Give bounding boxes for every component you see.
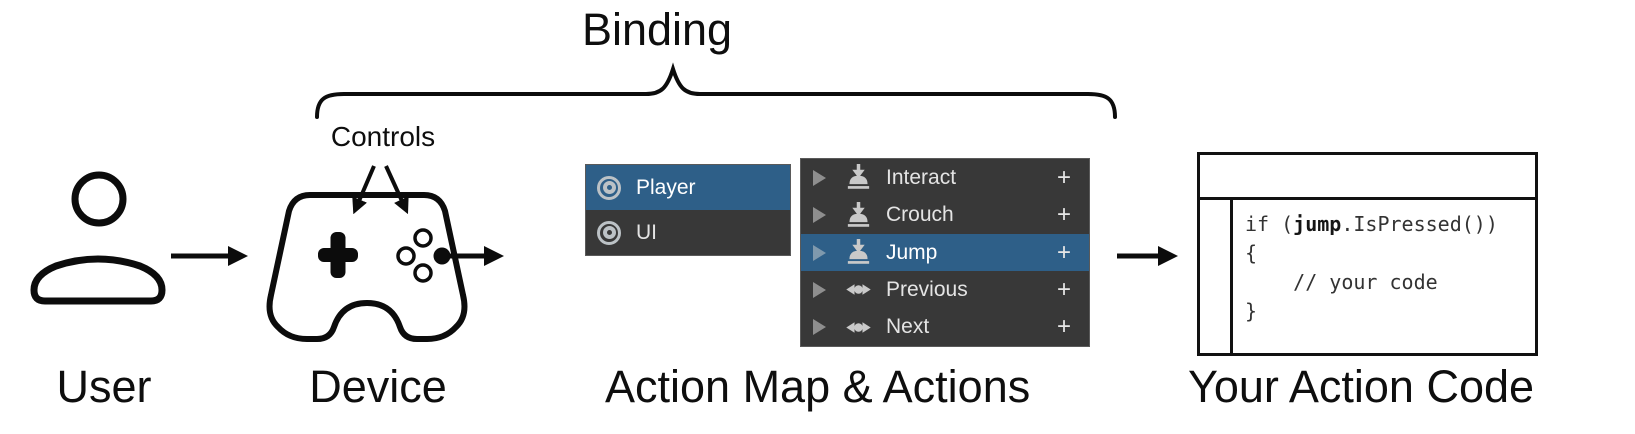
add-binding-button[interactable]: + bbox=[1056, 201, 1071, 229]
axis-control-icon bbox=[846, 322, 871, 333]
action-map-icon bbox=[597, 175, 621, 200]
action-map-row[interactable]: Player bbox=[586, 165, 790, 210]
action-label: Interact bbox=[886, 165, 957, 189]
device-caption: Device bbox=[309, 361, 447, 412]
code-line2: { bbox=[1245, 241, 1258, 265]
action-map-label: UI bbox=[636, 220, 657, 244]
code-window-titlebar bbox=[1200, 155, 1535, 200]
dpad-icon bbox=[318, 248, 358, 262]
action-row[interactable]: Jump + bbox=[801, 233, 1089, 272]
face-button-top bbox=[413, 228, 433, 248]
face-button-left bbox=[396, 246, 416, 266]
action-label: Crouch bbox=[886, 203, 954, 227]
code-snippet: if (jump.IsPressed()) { // your code} bbox=[1245, 210, 1498, 326]
axis-control-icon bbox=[846, 284, 871, 296]
add-binding-button[interactable]: + bbox=[1056, 163, 1071, 191]
controls-arrow-left bbox=[352, 165, 376, 215]
action-row[interactable]: Previous + bbox=[801, 271, 1089, 308]
code-line1-before: if ( bbox=[1245, 212, 1294, 236]
foldout-triangle-icon[interactable] bbox=[813, 319, 826, 336]
actions-panel: Interact + Crouch + bbox=[800, 158, 1090, 347]
action-map-icon-inner bbox=[602, 226, 616, 239]
add-binding-button[interactable]: + bbox=[1056, 313, 1071, 341]
code-jump-identifier: jump bbox=[1293, 212, 1342, 236]
action-row[interactable]: Crouch + bbox=[801, 196, 1089, 233]
button-control-icon bbox=[847, 164, 870, 189]
gamepad-icon bbox=[266, 192, 468, 342]
controls-label: Controls bbox=[330, 121, 436, 152]
code-line4: } bbox=[1245, 299, 1258, 323]
binding-brace bbox=[315, 62, 1117, 119]
add-binding-button[interactable]: + bbox=[1056, 275, 1071, 303]
action-label: Previous bbox=[886, 277, 968, 301]
code-window-body: if (jump.IsPressed()) { // your code} bbox=[1200, 200, 1535, 353]
foldout-triangle-icon[interactable] bbox=[813, 207, 826, 224]
action-label: Next bbox=[886, 315, 930, 339]
binding-label: Binding bbox=[581, 4, 733, 55]
action-map-row[interactable]: UI bbox=[586, 210, 790, 255]
button-control-icon bbox=[847, 239, 870, 264]
action-label: Jump bbox=[886, 240, 938, 264]
face-button-pressed bbox=[433, 247, 451, 265]
action-map-icon-inner bbox=[602, 181, 616, 194]
face-button-bottom bbox=[413, 263, 433, 283]
foldout-triangle-icon[interactable] bbox=[813, 281, 826, 298]
action-map-icon bbox=[597, 220, 621, 245]
foldout-triangle-icon[interactable] bbox=[813, 169, 826, 186]
foldout-triangle-icon[interactable] bbox=[813, 244, 826, 261]
button-control-icon bbox=[847, 201, 870, 227]
code-window: if (jump.IsPressed()) { // your code} bbox=[1197, 152, 1538, 356]
action-code-caption: Your Action Code bbox=[1187, 361, 1535, 412]
code-gutter-line bbox=[1230, 200, 1233, 353]
code-line3: // your code bbox=[1245, 270, 1438, 294]
action-map-panel: Player UI bbox=[585, 164, 791, 256]
action-map-caption: Action Map & Actions bbox=[605, 361, 1031, 412]
action-row[interactable]: Next + bbox=[801, 309, 1089, 346]
controls-arrow-right bbox=[384, 165, 409, 215]
code-line1-after: .IsPressed()) bbox=[1341, 212, 1498, 236]
user-caption: User bbox=[56, 361, 152, 412]
action-row[interactable]: Interact + bbox=[801, 159, 1089, 196]
user-icon bbox=[30, 171, 166, 305]
add-binding-button[interactable]: + bbox=[1056, 238, 1071, 266]
action-map-label: Player bbox=[636, 175, 696, 199]
